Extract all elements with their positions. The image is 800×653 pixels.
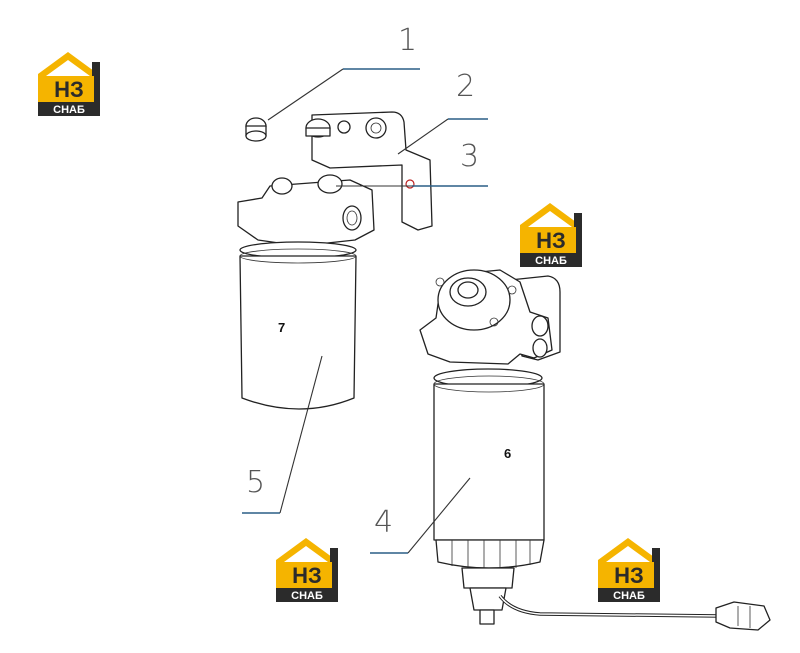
callout-2: 2 [397,69,488,155]
callout-5: 5 [242,355,323,514]
callout-3: 3 [336,139,488,187]
logo-subtitle: СНАБ [53,104,85,116]
brand-logo: НЗ СНАБ [598,538,660,602]
callout-4: 4 [370,477,471,554]
bracket-hole [365,117,387,139]
filter-canister [239,255,357,410]
right-filter-assembly: 6 [419,269,771,631]
logo-letters: НЗ [614,563,644,588]
filter-canister [433,383,545,541]
logo-subtitle: СНАБ [613,590,645,602]
part-label: 6 [504,446,511,461]
logo-subtitle: СНАБ [291,590,323,602]
bolt [245,117,267,142]
callout-number: 1 [398,23,417,58]
callout-number: 4 [374,505,393,540]
bolt [305,118,331,138]
brand-logo: НЗ СНАБ [520,203,582,267]
logo-subtitle: СНАБ [535,255,567,267]
wire-connector [715,601,771,631]
left-filter-assembly: 7 [237,111,433,410]
callout-1: 1 [267,23,420,121]
logo-letters: НЗ [536,228,566,253]
filter-head [237,179,375,247]
logo-letters: НЗ [54,77,84,102]
brand-logo: НЗ СНАБ [276,538,338,602]
part-label: 7 [278,320,285,335]
mounting-bracket [311,111,433,231]
callout-number: 5 [246,465,265,500]
logo-letters: НЗ [292,563,322,588]
bracket-hole [337,120,351,134]
callout-number: 3 [460,139,479,174]
brand-logo: НЗ СНАБ [38,52,100,116]
callout-number: 2 [456,69,475,104]
